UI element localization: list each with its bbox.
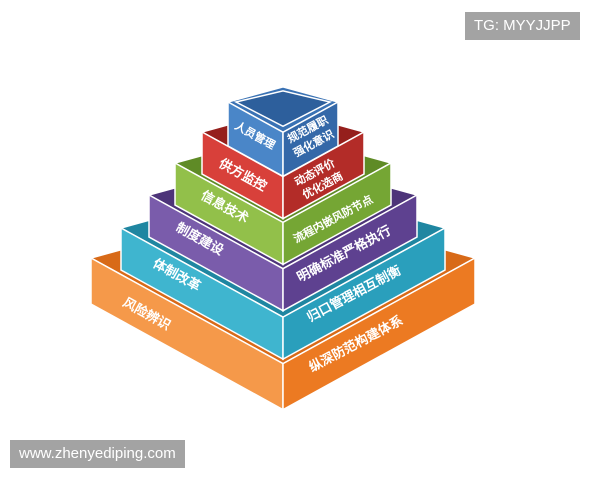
tier-4-right-face <box>282 161 392 266</box>
tier-3-right-face <box>282 193 418 312</box>
watermark-top-right: TG: MYYJJPP <box>465 12 580 40</box>
tier-2-right-face <box>282 226 446 361</box>
tier-6-right-face <box>282 100 339 178</box>
cap-top-inner <box>233 90 333 128</box>
watermark-bottom-left: www.zhenyediping.com <box>10 440 185 468</box>
tier-1-right-face <box>282 256 476 411</box>
